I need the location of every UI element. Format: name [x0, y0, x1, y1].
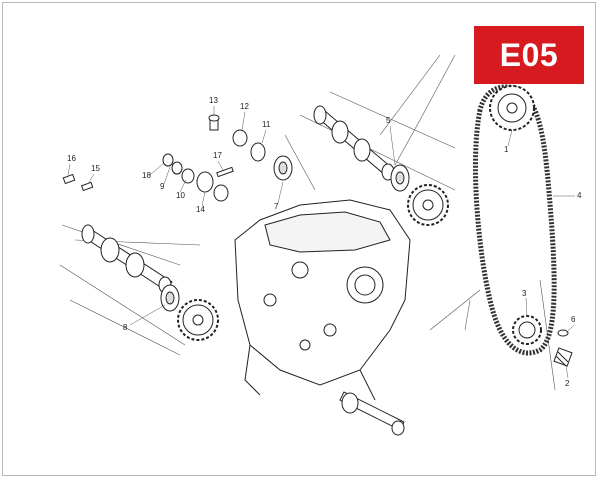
callout-3: 3: [522, 289, 527, 298]
callout-16: 16: [67, 154, 76, 163]
callout-7: 7: [274, 202, 279, 211]
callout-17: 17: [213, 151, 222, 160]
callout-9: 9: [160, 182, 165, 191]
callout-18: 18: [142, 171, 151, 180]
callout-1: 1: [504, 145, 509, 154]
cam-sprocket-upper: [407, 184, 449, 226]
callout-5: 5: [386, 116, 391, 125]
timing-chain: [473, 84, 557, 356]
callout-15: 15: [91, 164, 100, 173]
tensioner-spring: [553, 347, 573, 367]
callout-2: 2: [565, 379, 570, 388]
diagram-code-badge: E05: [474, 26, 584, 84]
callout-labels: 1 2 3 4 5 6 7 8 9 10 11 12 13 14 15 16 1…: [67, 96, 582, 388]
crank-sprocket: [512, 315, 542, 345]
bearings: [160, 129, 410, 312]
callout-leaders: [67, 106, 575, 379]
callout-14: 14: [196, 205, 205, 214]
callout-6: 6: [571, 315, 576, 324]
callout-10: 10: [176, 191, 185, 200]
callout-8: 8: [123, 323, 128, 332]
callout-12: 12: [240, 102, 249, 111]
diagram-frame: [2, 2, 596, 476]
callout-4: 4: [577, 191, 582, 200]
cam-sprocket-lower: [177, 299, 219, 341]
tensioner-screw: [557, 329, 569, 337]
cylinder-head: [234, 199, 411, 401]
camshaft-upper: [313, 105, 395, 181]
camshaft-lower: [81, 224, 173, 294]
output-shaft: [339, 391, 405, 436]
small-parts: [62, 114, 234, 202]
drive-sprocket: [489, 85, 535, 131]
callout-13: 13: [209, 96, 218, 105]
callout-11: 11: [262, 120, 271, 129]
